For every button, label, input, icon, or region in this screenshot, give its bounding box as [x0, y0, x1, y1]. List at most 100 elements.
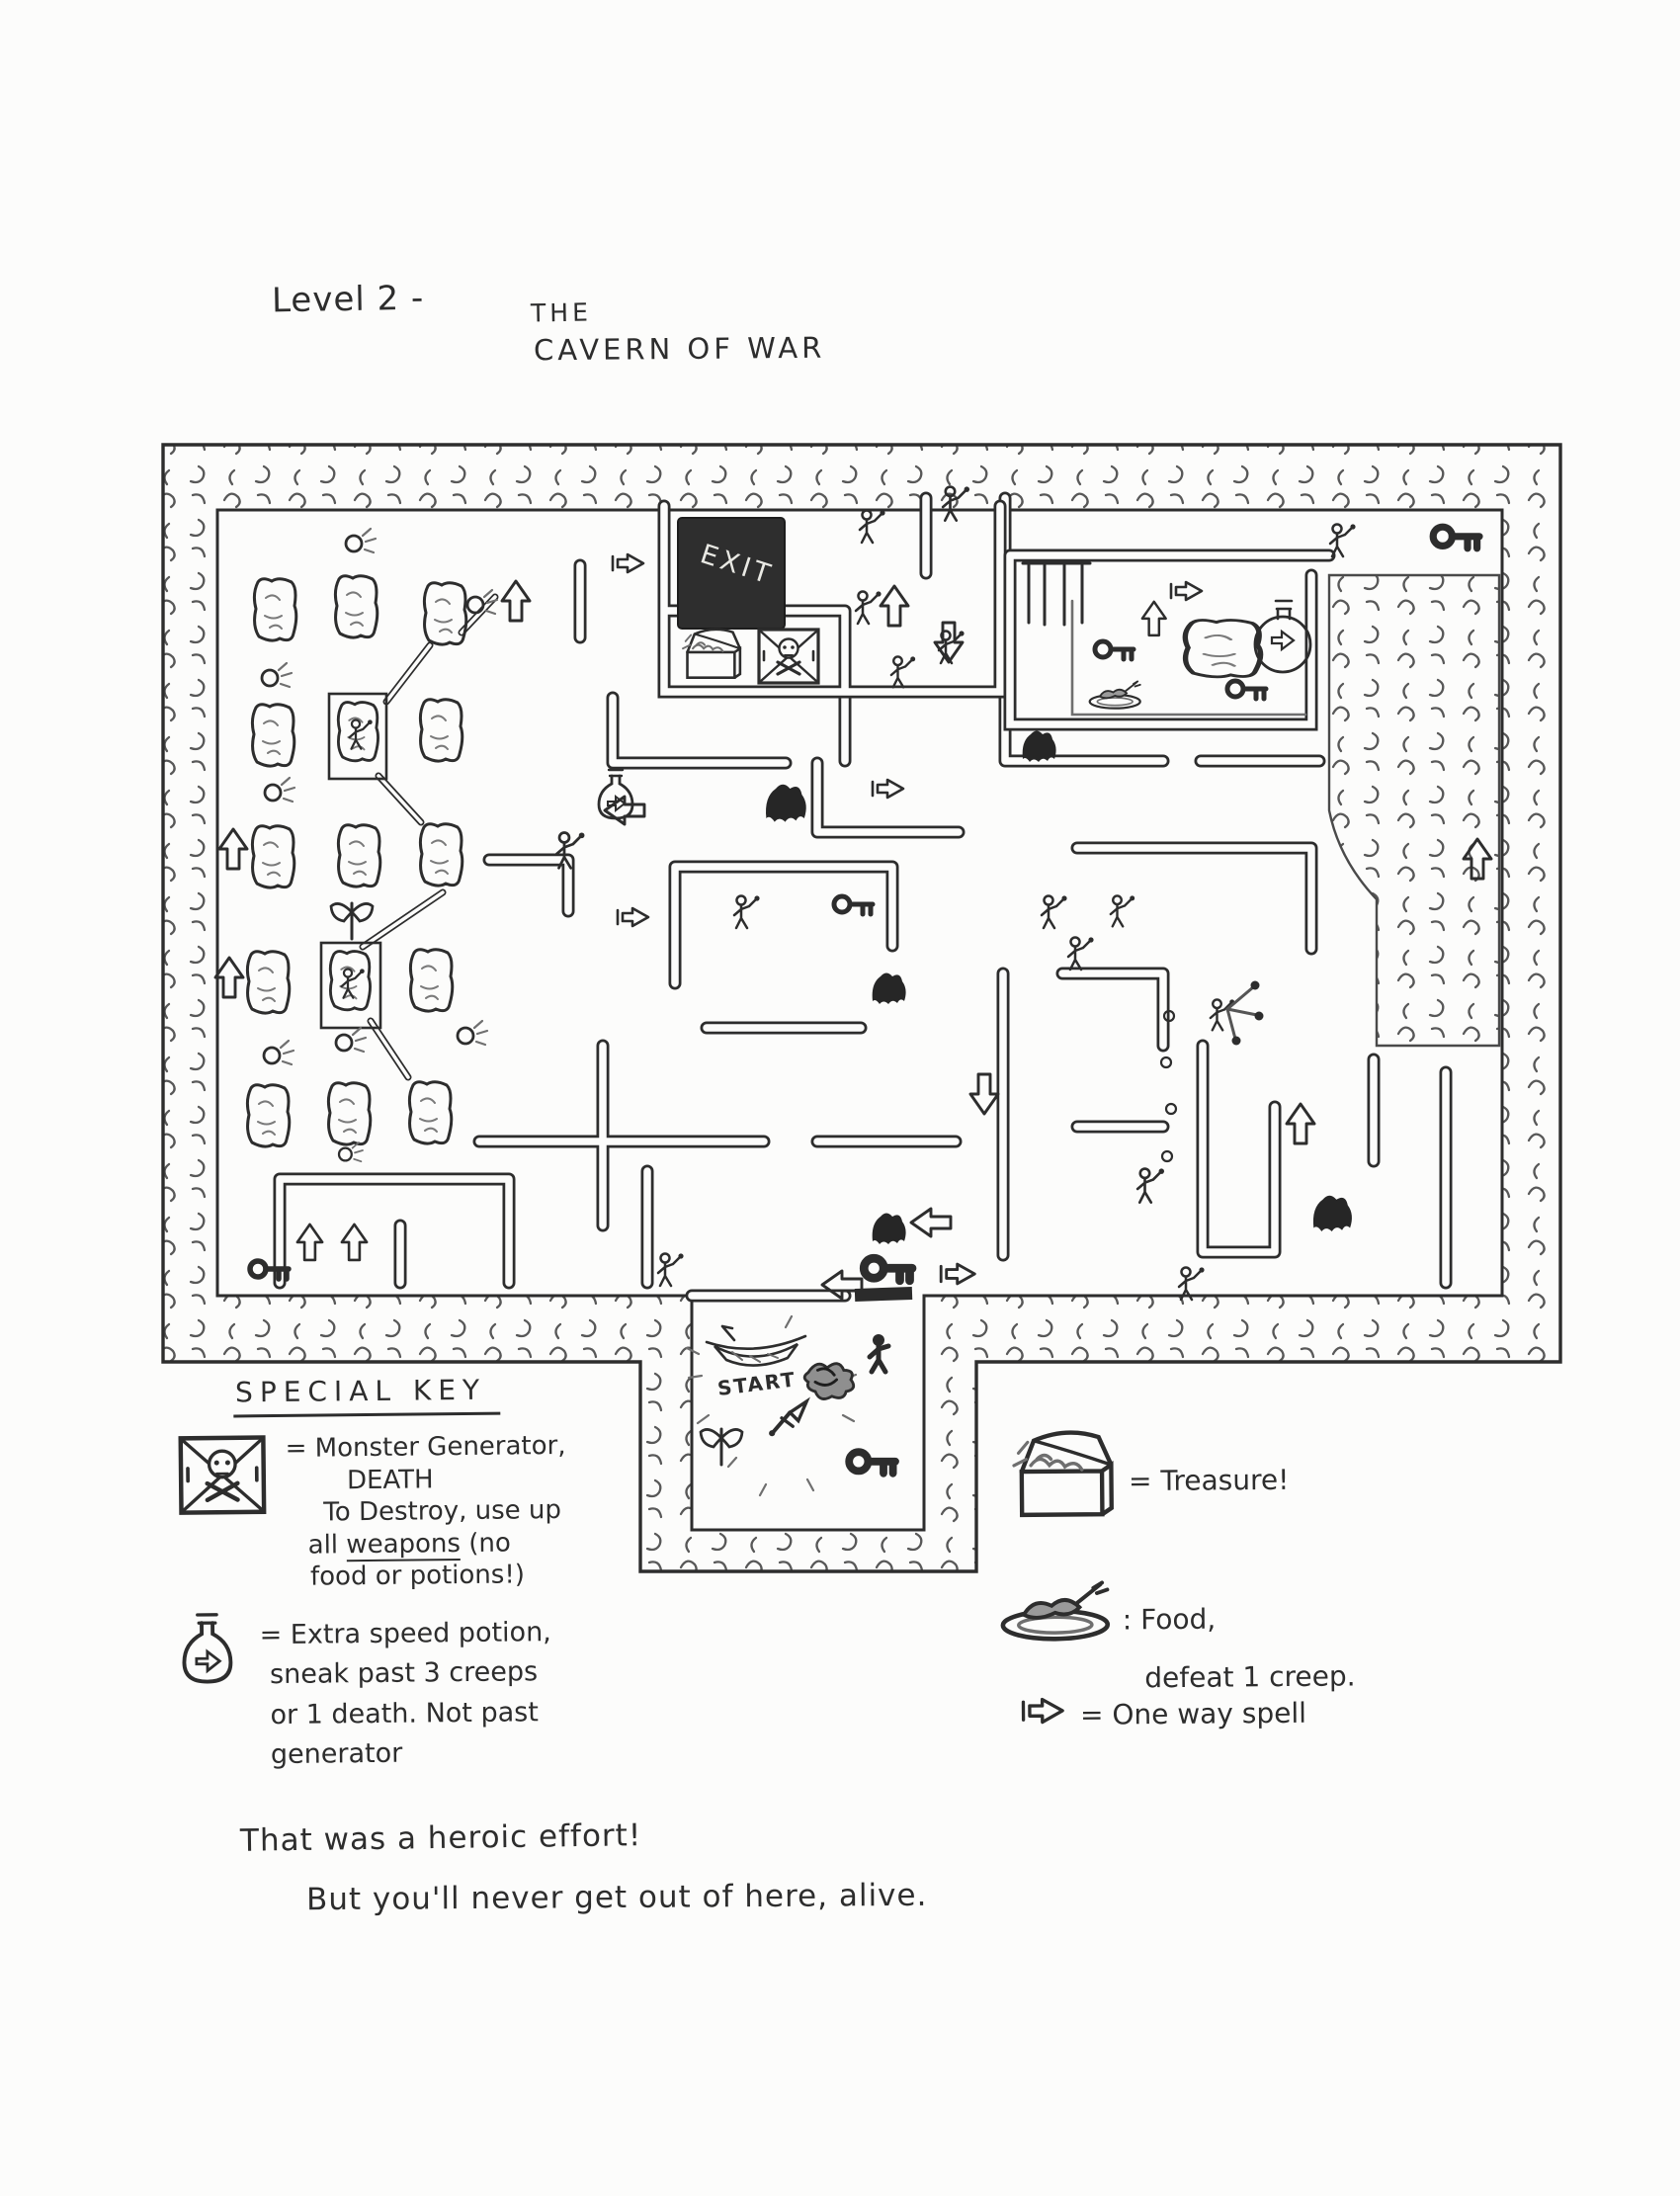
- up-arrow-icon: [340, 1223, 369, 1262]
- legend-text: : Food, defeat 1 creep.: [1122, 1602, 1356, 1695]
- up-arrow-icon: [500, 579, 532, 623]
- legend-item-food: : Food, defeat 1 creep.: [995, 1577, 1356, 1709]
- mace-creep-icon: [1209, 980, 1264, 1046]
- creep-icon: [1135, 1167, 1166, 1204]
- up-arrow-icon: [213, 956, 245, 999]
- rock-block: [407, 1080, 454, 1145]
- page-title: CAVERN OF WAR: [533, 330, 826, 368]
- rock-block: [245, 950, 292, 1015]
- rock-block: [326, 1081, 373, 1146]
- key-icon: [1227, 681, 1266, 699]
- creep-icon: [656, 1252, 685, 1288]
- up-arrow-icon: [879, 584, 910, 628]
- ghost-icon: [1312, 1195, 1352, 1231]
- note-line-2: But you'll never get out of here, alive.: [305, 1877, 928, 1918]
- ghost-icon: [872, 972, 906, 1004]
- boat-icon: [705, 1324, 807, 1367]
- maze-walls: [273, 491, 1453, 1303]
- bomb-icon: [456, 1019, 489, 1047]
- one-way-arrow-icon: [1169, 580, 1204, 602]
- gate-pillars: [1021, 561, 1092, 627]
- bomb-icon: [1160, 1149, 1174, 1163]
- ghost-icon: [1022, 730, 1056, 762]
- bomb-icon: [334, 1026, 368, 1054]
- legend-heading: SPECIAL KEY: [232, 1373, 501, 1418]
- speed-potion-icon: [182, 1612, 233, 1684]
- creep-icon: [1109, 894, 1136, 928]
- legend: SPECIAL KEY = Monster Generator, DEATH T…: [176, 1371, 753, 1777]
- legend-item-monster-generator: = Monster Generator, DEATH To Destroy, u…: [177, 1428, 752, 1595]
- creep-icon: [854, 590, 882, 626]
- monster-generator-icon: [757, 628, 820, 685]
- rock-slab: [1185, 621, 1260, 677]
- treasure-chest-icon: [681, 628, 742, 679]
- bomb-icon: [260, 661, 294, 689]
- ghosts: [766, 730, 1352, 1244]
- ghost-icon: [872, 1213, 906, 1244]
- monster-generator-icon: [177, 1433, 269, 1517]
- one-way-arrow-icon: [1021, 1697, 1064, 1725]
- creep-icon: [889, 655, 917, 689]
- exit-sign: [677, 517, 786, 630]
- bomb-icon: [344, 527, 378, 554]
- axe-icon: [329, 901, 375, 941]
- key-icon: [834, 896, 873, 914]
- legend-text: = Treasure!: [1128, 1463, 1290, 1498]
- up-arrow-icon: [1285, 1102, 1316, 1145]
- level-label: Level 2 -: [271, 278, 425, 321]
- rock-block: [333, 574, 379, 639]
- rock-block: [252, 577, 298, 642]
- bomb-icon: [263, 776, 296, 803]
- title-article: THE: [530, 297, 593, 328]
- ghost-icon: [766, 784, 806, 822]
- rock-field: [245, 574, 468, 1148]
- rock-block: [408, 948, 455, 1013]
- bomb-icon: [1162, 1009, 1176, 1023]
- rock-block: [250, 703, 296, 768]
- creep-icon: [1040, 894, 1068, 930]
- creeps: [554, 485, 1357, 1302]
- creep-icon: [858, 509, 886, 545]
- gate-bar: [854, 1286, 913, 1303]
- map-inner-border: [215, 508, 1504, 1532]
- note-line-1: That was a heroic effort!: [239, 1817, 642, 1859]
- potion-orb: [1253, 599, 1312, 674]
- bomb-icon: [465, 588, 499, 616]
- one-way-arrow-icon: [611, 552, 645, 574]
- treasure-chest-icon: [1008, 1421, 1120, 1521]
- creep-icon: [732, 894, 761, 930]
- map-outer-border: [161, 443, 1562, 1573]
- one-way-arrow-icon: [616, 906, 650, 928]
- trapped-creep-icon: [348, 718, 374, 750]
- food-plate-icon: [995, 1580, 1115, 1643]
- dagger-icon: [767, 1399, 809, 1439]
- right-room: [1003, 549, 1336, 731]
- rock-block: [418, 698, 464, 763]
- creep-icon: [1328, 523, 1357, 558]
- bomb-icon: [262, 1039, 295, 1066]
- rock-block: [418, 822, 464, 887]
- rock-trails: [359, 593, 499, 1081]
- cave-texture: [1327, 573, 1501, 1048]
- legend-item-one-way-spell: = One way spell: [1021, 1695, 1306, 1732]
- legend-text: = Monster Generator, DEATH To Destroy, u…: [285, 1430, 566, 1592]
- rock-block: [336, 823, 382, 888]
- framed-rock: [327, 692, 388, 781]
- down-arrow-icon: [968, 1072, 1000, 1116]
- key-icon: [1095, 641, 1134, 659]
- fire-scribble-icon: [802, 1362, 856, 1400]
- bomb-icon: [1159, 1056, 1173, 1069]
- food-plate-icon: [1088, 680, 1141, 710]
- creep-icon: [1066, 936, 1095, 971]
- bomb-icon: [1164, 1102, 1178, 1116]
- dark-creep-icon: [867, 1334, 891, 1375]
- key-icon: [1433, 527, 1479, 549]
- rock-block: [250, 824, 296, 889]
- legend-text: = One way spell: [1079, 1696, 1307, 1731]
- framed-rock: [319, 941, 382, 1030]
- legend-text: = Extra speed potion, sneak past 3 creep…: [259, 1616, 551, 1771]
- left-arrow-icon: [909, 1207, 953, 1238]
- exit-room: EXIT: [657, 499, 1007, 699]
- up-arrow-icon: [1140, 600, 1167, 637]
